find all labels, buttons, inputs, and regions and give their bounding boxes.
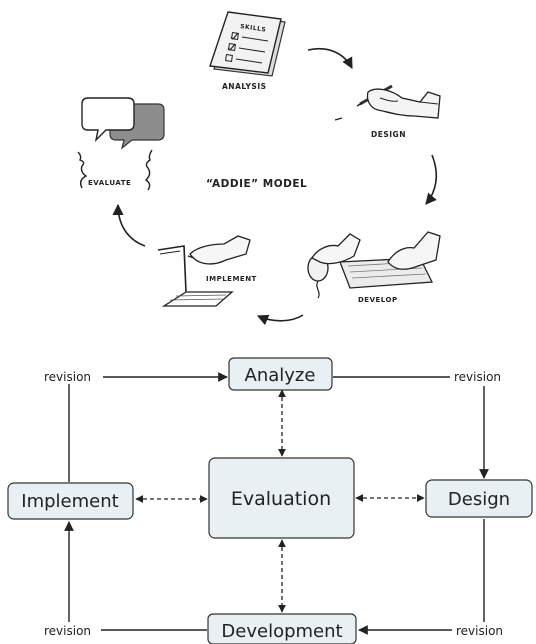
cycle-arrow-develop-implement <box>256 314 304 326</box>
revision-label-bottom-right: revision <box>456 624 503 638</box>
node-development: Development <box>207 613 357 644</box>
label-evaluate: EVALUATE <box>88 179 131 187</box>
cycle-arrow-analysis-design <box>307 48 353 69</box>
revision-label-top-left: revision <box>44 370 91 384</box>
face-right <box>144 149 153 191</box>
node-implement: Implement <box>7 482 134 520</box>
label-design: DESIGN <box>371 130 406 139</box>
revision-label-top-right: revision <box>454 370 501 384</box>
laptop-hand-icon <box>157 235 251 307</box>
checklist-icon: SKILLS <box>209 11 286 77</box>
node-evaluation-label: Evaluation <box>231 488 331 510</box>
node-implement-label: Implement <box>21 491 118 512</box>
node-analyze-label: Analyze <box>245 365 316 386</box>
cycle-arrow-design-develop <box>425 154 438 205</box>
cycle-arrow-implement-evaluate <box>112 203 146 247</box>
keyboard-mouse-icon <box>307 231 441 299</box>
node-development-label: Development <box>221 621 342 642</box>
face-left <box>77 151 88 189</box>
label-develop: DEVELOP <box>358 296 398 304</box>
node-analyze: Analyze <box>228 357 333 391</box>
revision-label-bottom-left: revision <box>44 624 91 638</box>
center-title: “ADDIE” MODEL <box>206 178 307 190</box>
hand-drawing-icon <box>334 84 441 121</box>
addie-sketch-cycle: SKILLS ANALYSIS DESIGN EV <box>77 11 441 326</box>
addie-flow-diagram: Analyze Design Evaluation Implement Deve… <box>7 357 533 644</box>
checklist-header: SKILLS <box>240 23 267 34</box>
label-analysis: ANALYSIS <box>222 82 267 91</box>
node-evaluation: Evaluation <box>208 457 355 539</box>
label-implement: IMPLEMENT <box>206 275 257 283</box>
node-design-label: Design <box>448 489 510 510</box>
speech-bubbles-icon <box>77 97 165 191</box>
node-design: Design <box>425 479 533 518</box>
